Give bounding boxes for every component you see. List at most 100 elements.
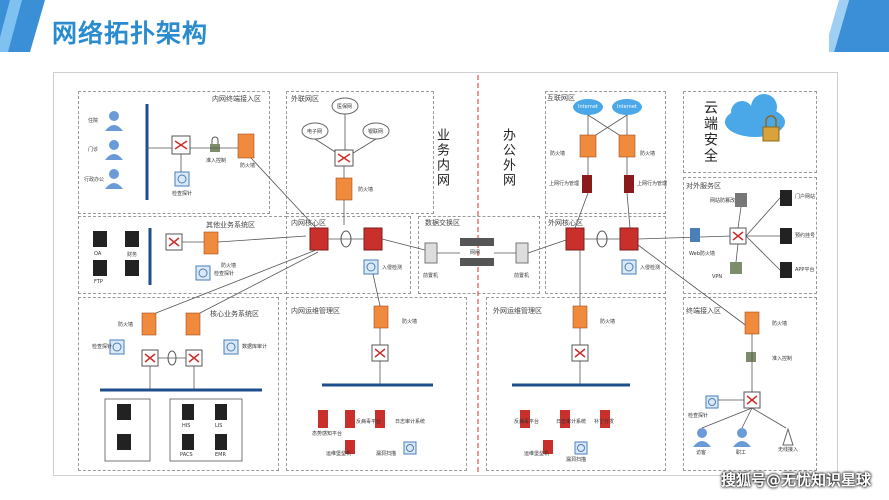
user-icon-staff [733,428,751,447]
zone-outer-link [286,91,434,214]
server-patch [600,410,610,428]
label-gatekeeper: 网闸 [470,250,481,256]
waf-icon [690,228,700,242]
zone-label-internet: 互联网区 [547,94,575,102]
probe-icon [705,395,719,409]
server-oa [93,231,107,247]
label-ftp: FTP [94,279,103,285]
label-vuln-scan: 漏洞扫描 [376,451,397,457]
server-anti-tamper [735,193,747,207]
server-situation [318,410,328,428]
label-portal: 门户网站 [795,194,816,200]
title-accent-left [0,0,45,52]
label-vuln-scan: 漏洞扫描 [566,457,587,463]
vuln-scan-icon [574,441,588,455]
zone-outer-core [545,216,666,294]
core-switch-right [619,227,639,251]
user-icon-admin [105,169,123,189]
firewall-icon [618,134,636,158]
firewall-icon [335,177,353,201]
server-bastion [543,440,553,454]
label-medical-net: 医保网 [337,104,353,110]
label-staff: 职工 [736,450,747,456]
zone-label-other-business: 其他业务系统区 [206,221,255,229]
server-appointment [780,228,792,244]
label-behavior-mgmt: 上网行为管理 [549,181,580,187]
behavior-mgmt-right [624,175,634,193]
vuln-scan-icon [403,441,417,455]
zone-label-outer-ops: 外网运维管理区 [493,307,542,315]
label-db-audit: 数据库审计 [242,344,268,350]
label-probe: 检查探针 [172,191,193,197]
core-switch-left [309,227,329,251]
db-audit-icon [223,339,239,355]
user-icon-outpatient [105,140,123,160]
watermark: 搜狐号@无忧知识星球 [720,471,871,489]
firewall-icon [572,305,588,329]
zone-label-terminal-access: 终端接入区 [686,307,721,315]
label-emr: EMR [215,452,226,458]
label-app-platform: APP平台 [795,267,815,273]
firewall-icon [373,305,389,329]
gatekeeper-bottom [460,258,494,266]
label-access-control: 准入控制 [772,356,793,362]
label-e-net: 电子网 [307,129,323,135]
label-firewall: 防火墙 [600,319,616,325]
firewall-icon [185,312,201,336]
label-probe: 检查探针 [688,413,709,419]
server-emr [215,434,227,450]
server-portal [780,190,792,206]
label-front-server: 前置机 [514,273,530,279]
label-firewall: 防火墙 [640,151,656,157]
label-admin-office: 行政办公 [84,177,105,183]
label-situation: 态势感知平台 [312,431,343,437]
label-visitor: 访客 [696,450,707,456]
zone-core-business [78,297,279,471]
internet-cloud-left [573,99,603,115]
label-firewall: 防火墙 [240,163,256,169]
front-server-right [515,242,529,264]
label-firewall: 防火墙 [772,321,788,327]
zone-label-external-service: 对外服务区 [686,182,721,190]
vpn-lock-icon [730,262,742,274]
front-server-left [424,242,438,264]
firewall-icon [237,133,255,159]
label-internet: Internet [578,104,598,110]
label-probe: 检查探针 [214,271,235,277]
label-log-audit: 日志审计系统 [556,419,587,425]
label-unionpay-net: 银联网 [368,129,384,135]
label-waf: Web防火墙 [689,251,715,257]
label-front-server: 前置机 [423,273,439,279]
label-his: HIS [182,423,191,429]
label-firewall: 防火墙 [402,319,418,325]
label-vpn: VPN [712,274,723,280]
ids-icon [621,259,637,275]
internet-cloud-right [612,99,642,115]
probe-icon [174,171,190,187]
label-probe: 检查探针 [92,344,113,350]
server-ftp [93,260,107,276]
label-log-audit: 日志审计系统 [395,419,426,425]
wireless-icon [782,427,794,446]
firewall-icon [744,311,760,335]
zone-label-outer-core: 外网核心区 [548,219,583,227]
label-lis: LIS [215,423,223,429]
zone-label-outer-link: 外联网区 [291,95,319,103]
page-title: 网络拓扑架构 [52,19,209,48]
label-firewall: 防火墙 [118,322,134,328]
label-ids: 入侵检测 [640,265,661,271]
label-inpatient: 住院 [88,118,99,124]
core-switch-left [565,227,585,251]
label-firewall: 防火墙 [358,187,374,193]
core-switch-right [363,227,383,251]
probe-icon [195,265,211,281]
label-internet: Internet [617,104,637,110]
label-anti-tamper: 网站防篡改 [710,198,736,204]
label-office-extranet: 办公外网 [500,128,515,188]
server-misc [125,260,139,276]
behavior-mgmt-left [582,175,592,193]
label-firewall: 防火墙 [550,151,566,157]
zone-external-service [683,177,817,294]
label-firewall: 防火墙 [221,263,237,269]
